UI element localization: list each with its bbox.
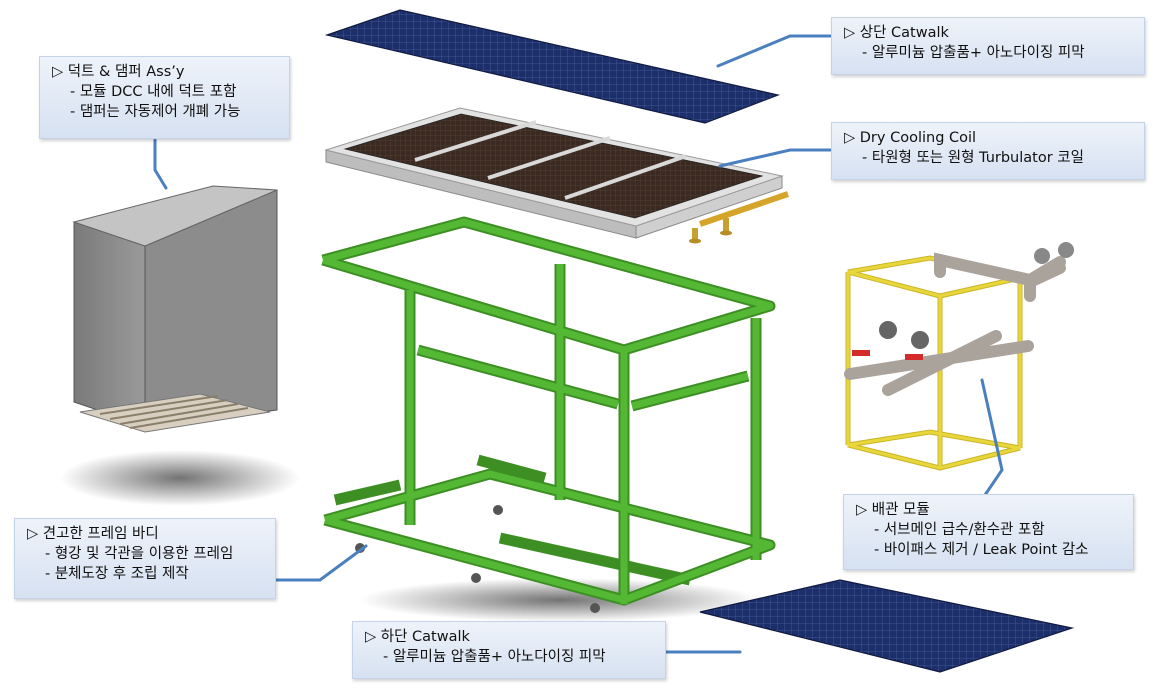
duct-damper-icon	[60, 185, 300, 506]
callout-line: - 타원형 또는 원형 Turbulator 코일	[862, 150, 1084, 166]
leader-lines	[153, 34, 1004, 654]
callout-title: ▷ 하단 Catwalk	[365, 629, 470, 645]
callout-line: - 댐퍼는 자동제어 개폐 가능	[70, 104, 241, 120]
callout-upper-catwalk: ▷ 상단 Catwalk - 알루미늄 압출품+ 아노다이징 피막	[831, 17, 1145, 75]
callout-title: ▷ Dry Cooling Coil	[844, 130, 977, 146]
callout-line: - 모듈 DCC 내에 덕트 포함	[70, 84, 237, 100]
callout-title: ▷ 덕트 & 댐퍼 Ass’y	[52, 64, 185, 80]
callout-line: - 서브메인 급수/환수관 포함	[874, 522, 1045, 538]
callout-title: ▷ 상단 Catwalk	[844, 25, 949, 41]
steel-frame-icon	[321, 216, 776, 622]
callout-frame-body: ▷ 견고한 프레임 바디 - 형강 및 각관을 이용한 프레임 - 분체도장 후…	[14, 518, 276, 599]
callout-line: - 형강 및 각관을 이용한 프레임	[45, 546, 234, 562]
callout-piping-module: ▷ 배관 모듈 - 서브메인 급수/환수관 포함 - 바이패스 제거 / Lea…	[843, 494, 1134, 570]
callout-line: - 알루미늄 압출품+ 아노다이징 피막	[862, 45, 1085, 61]
upper-catwalk-panel-icon	[324, 9, 781, 124]
callout-duct-damper: ▷ 덕트 & 댐퍼 Ass’y - 모듈 DCC 내에 덕트 포함 - 댐퍼는 …	[39, 56, 290, 139]
callout-dry-cooling-coil: ▷ Dry Cooling Coil - 타원형 또는 원형 Turbulato…	[831, 122, 1145, 180]
callout-line: - 알루미늄 압출품+ 아노다이징 피막	[383, 649, 606, 665]
callout-line: - 분체도장 후 조립 제작	[45, 566, 189, 582]
piping-module-icon	[844, 242, 1074, 471]
callout-title: ▷ 배관 모듈	[856, 502, 930, 518]
callout-lower-catwalk: ▷ 하단 Catwalk - 알루미늄 압출품+ 아노다이징 피막	[352, 621, 666, 679]
callout-title: ▷ 견고한 프레임 바디	[27, 526, 159, 542]
cooling-coil-icon	[324, 107, 789, 244]
callout-line: - 바이패스 제거 / Leak Point 감소	[874, 542, 1089, 558]
lower-catwalk-panel-icon	[699, 579, 1075, 673]
